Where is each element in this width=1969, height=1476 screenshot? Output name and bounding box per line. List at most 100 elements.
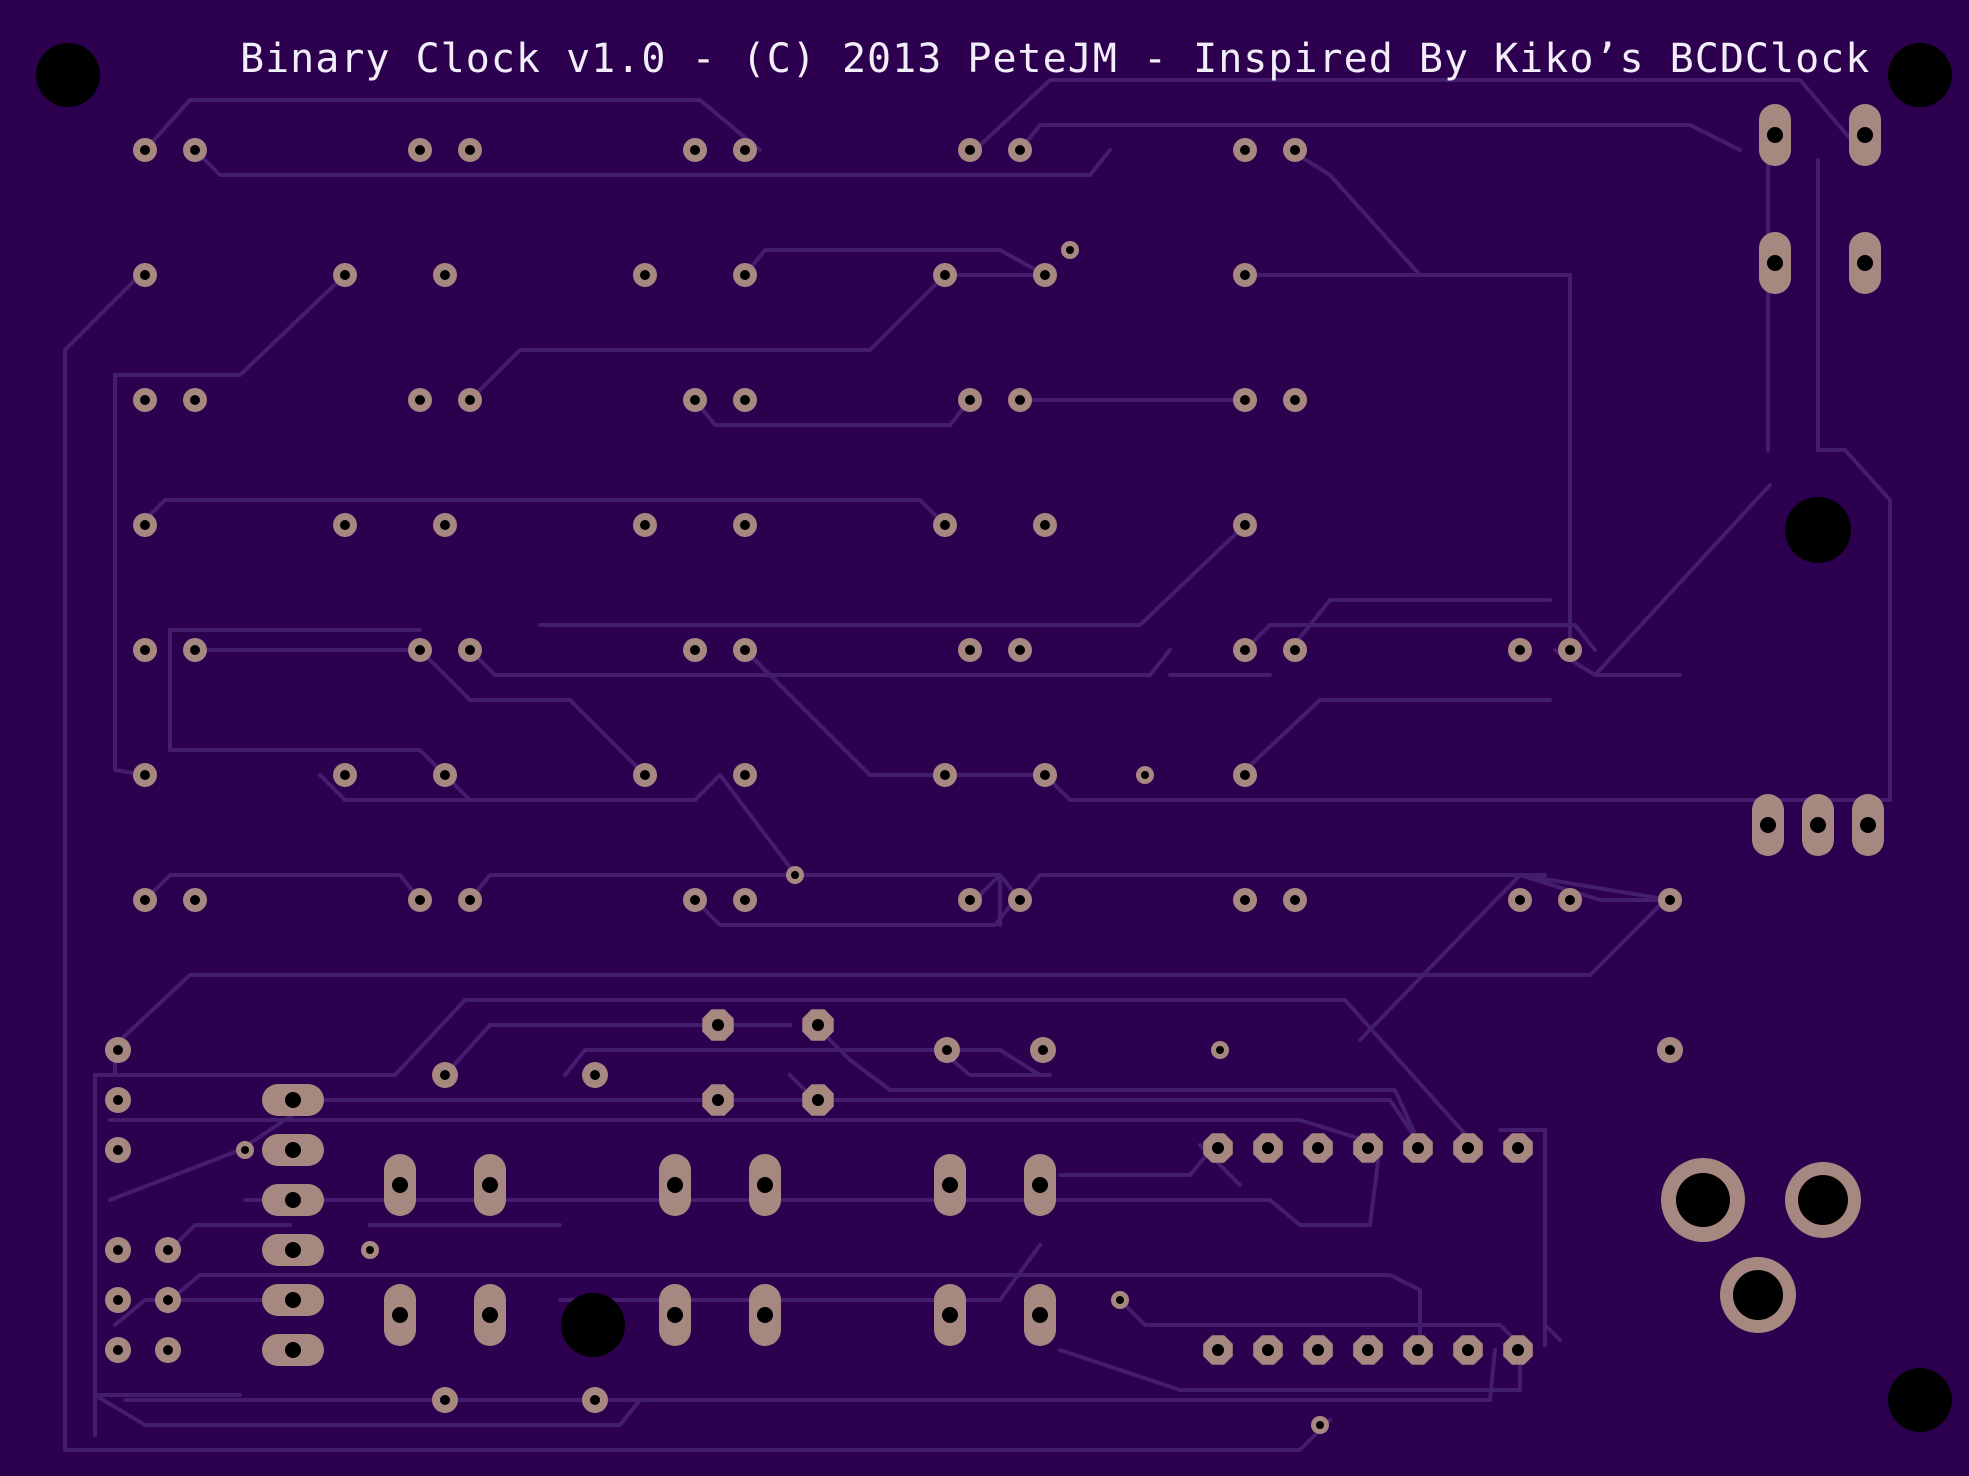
drill-hole xyxy=(1240,645,1250,655)
drill-hole xyxy=(440,270,450,280)
mounting-hole-icon xyxy=(561,1293,625,1357)
drill-hole xyxy=(113,1145,123,1155)
trace xyxy=(1238,698,1552,777)
drill-hole xyxy=(1565,895,1575,905)
trace xyxy=(113,273,347,777)
trace xyxy=(1058,1348,1522,1392)
drill-hole xyxy=(285,1342,301,1358)
drill-hole xyxy=(740,145,750,155)
drill-hole xyxy=(415,395,425,405)
drill-hole xyxy=(392,1177,408,1193)
drill-hole xyxy=(285,1242,301,1258)
drill-hole xyxy=(1515,645,1525,655)
drill-hole xyxy=(190,145,200,155)
trace xyxy=(558,1243,1042,1302)
trace xyxy=(973,78,1862,152)
drill-hole xyxy=(1015,895,1025,905)
mounting-hole-icon xyxy=(36,43,100,107)
drill-hole xyxy=(1040,520,1050,530)
trace xyxy=(1518,873,1667,902)
drill-hole xyxy=(942,1045,952,1055)
drill-hole xyxy=(740,270,750,280)
trace xyxy=(693,898,1017,927)
drill-hole xyxy=(190,895,200,905)
mounting-hole-icon xyxy=(1785,497,1851,563)
drill-hole xyxy=(1362,1142,1374,1154)
drill-hole xyxy=(285,1292,301,1308)
drill-hole xyxy=(1015,395,1025,405)
mounting-hole-icon xyxy=(1888,1368,1952,1432)
drill-hole xyxy=(140,395,150,405)
drill-hole xyxy=(113,1095,123,1105)
trace xyxy=(813,1023,1422,1147)
drill-hole xyxy=(1565,645,1575,655)
trace xyxy=(1288,598,1552,652)
drill-hole xyxy=(640,770,650,780)
drill-hole xyxy=(1316,1421,1324,1429)
drill-hole xyxy=(590,1395,600,1405)
drill-hole xyxy=(1412,1142,1424,1154)
drill-hole xyxy=(965,145,975,155)
drill-hole xyxy=(140,895,150,905)
trace xyxy=(113,898,1667,1047)
drill-hole xyxy=(190,395,200,405)
drill-hole xyxy=(940,770,950,780)
drill-hole xyxy=(1676,1173,1730,1227)
drill-hole xyxy=(667,1307,683,1323)
trace xyxy=(298,1098,1422,1147)
drill-hole xyxy=(163,1345,173,1355)
drill-hole xyxy=(415,145,425,155)
drill-hole xyxy=(366,1246,374,1254)
drill-hole xyxy=(1212,1142,1224,1154)
trace xyxy=(538,523,1247,627)
drill-hole xyxy=(440,520,450,530)
drill-hole xyxy=(1290,645,1300,655)
drill-hole xyxy=(965,645,975,655)
drill-hole xyxy=(812,1094,824,1106)
drill-hole xyxy=(1240,145,1250,155)
drill-hole xyxy=(1312,1344,1324,1356)
trace xyxy=(743,648,947,777)
trace xyxy=(63,273,1332,1452)
drill-hole xyxy=(1015,145,1025,155)
trace xyxy=(108,1118,1382,1147)
drill-hole xyxy=(415,895,425,905)
component-pads xyxy=(105,104,1884,1434)
trace xyxy=(1816,158,1892,802)
drill-hole xyxy=(140,770,150,780)
drill-hole xyxy=(113,1295,123,1305)
drill-hole xyxy=(1032,1307,1048,1323)
drill-hole xyxy=(740,645,750,655)
drill-hole xyxy=(940,270,950,280)
drill-hole xyxy=(1040,270,1050,280)
drill-hole xyxy=(1462,1142,1474,1154)
trace xyxy=(718,773,794,872)
drill-hole xyxy=(1857,127,1873,143)
drill-hole xyxy=(690,895,700,905)
drill-hole xyxy=(465,145,475,155)
drill-hole xyxy=(340,520,350,530)
drill-hole xyxy=(1412,1344,1424,1356)
drill-hole xyxy=(791,871,799,879)
drill-hole xyxy=(1290,145,1300,155)
drill-hole xyxy=(440,770,450,780)
drill-hole xyxy=(1290,395,1300,405)
drill-hole xyxy=(740,895,750,905)
drill-hole xyxy=(667,1177,683,1193)
trace xyxy=(243,1143,1382,1227)
drill-hole xyxy=(465,645,475,655)
drill-hole xyxy=(690,145,700,155)
trace xyxy=(693,398,972,427)
trace xyxy=(193,148,1112,177)
drill-hole xyxy=(113,1245,123,1255)
drill-hole xyxy=(340,270,350,280)
drill-hole xyxy=(740,520,750,530)
trace xyxy=(973,873,1002,927)
drill-hole xyxy=(1512,1142,1524,1154)
drill-hole xyxy=(1767,255,1783,271)
drill-hole xyxy=(1141,771,1149,779)
drill-hole xyxy=(1665,1045,1675,1055)
drill-hole xyxy=(1767,127,1783,143)
drill-hole xyxy=(965,895,975,905)
drill-hole xyxy=(140,145,150,155)
